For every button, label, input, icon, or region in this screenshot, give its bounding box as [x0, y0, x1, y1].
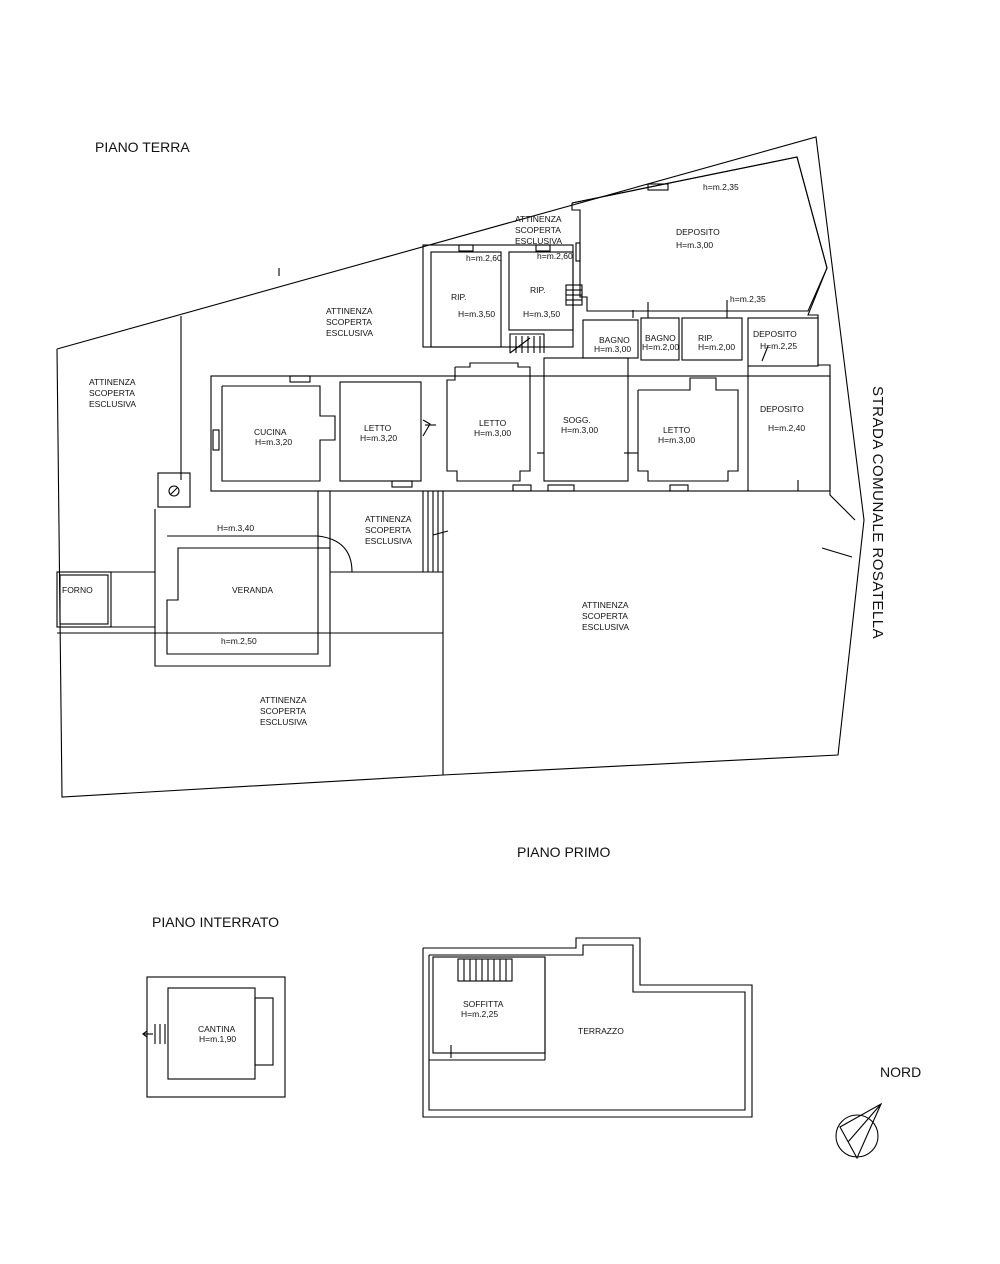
- label-letto2: LETTO: [479, 418, 507, 428]
- label-letto3: LETTO: [663, 425, 691, 435]
- label-attinenza-top-3: ESCLUSIVA: [515, 236, 562, 246]
- label-veranda: VERANDA: [232, 585, 273, 595]
- label-attinenza-top-2: SCOPERTA: [515, 225, 561, 235]
- ground-floor-plan: [56, 136, 865, 798]
- label-attinenza-left-3: ESCLUSIVA: [89, 399, 136, 409]
- label-h250: h=m.2,50: [221, 636, 257, 646]
- label-rip1: RIP.: [451, 292, 466, 302]
- label-deposito-right-h: H=m.2,40: [768, 423, 805, 433]
- title-piano-primo: PIANO PRIMO: [517, 844, 610, 860]
- north-label: NORD: [880, 1064, 921, 1080]
- first-floor-plan: SOFFITTA H=m.2,25 TERRAZZO: [422, 937, 753, 1118]
- label-h235-mid: h=m.2,35: [730, 294, 766, 304]
- label-letto1-h: H=m.3,20: [360, 433, 397, 443]
- label-attinenza-right-1: ATTINENZA: [582, 600, 629, 610]
- label-bagno1-h: H=m.3,00: [594, 344, 631, 354]
- label-deposito-big-h: H=m.3,00: [676, 240, 713, 250]
- label-cucina: CUCINA: [254, 427, 287, 437]
- label-deposito-small: DEPOSITO: [753, 329, 797, 339]
- label-rip2-h: H=m.3,50: [523, 309, 560, 319]
- label-letto1: LETTO: [364, 423, 392, 433]
- label-cucina-h: H=m.3,20: [255, 437, 292, 447]
- label-deposito-right: DEPOSITO: [760, 404, 804, 414]
- label-sogg-h: H=m.3,00: [561, 425, 598, 435]
- label-forno: FORNO: [62, 585, 93, 595]
- basement-plan: CANTINA H=m.1,90: [142, 976, 286, 1098]
- property-boundary: [56, 136, 865, 798]
- label-attinenza-right-2: SCOPERTA: [582, 611, 628, 621]
- label-attinenza-left-2: SCOPERTA: [89, 388, 135, 398]
- label-rip3-h: H=m.2,00: [698, 342, 735, 352]
- label-rip3: RIP.: [698, 333, 713, 343]
- label-attinenza-upper-2: SCOPERTA: [326, 317, 372, 327]
- label-attinenza-bottom-2: SCOPERTA: [260, 706, 306, 716]
- label-rip2: RIP.: [530, 285, 545, 295]
- label-attinenza-upper-1: ATTINENZA: [326, 306, 373, 316]
- label-deposito-small-h: H=m.2,25: [760, 341, 797, 351]
- label-attinenza-upper-3: ESCLUSIVA: [326, 328, 373, 338]
- label-h260-b: h=m.2,60: [537, 251, 573, 261]
- label-attinenza-center-1: ATTINENZA: [365, 514, 412, 524]
- label-attinenza-center-2: SCOPERTA: [365, 525, 411, 535]
- north-arrow-icon: [835, 1102, 883, 1160]
- title-piano-interrato: PIANO INTERRATO: [152, 914, 279, 930]
- label-attinenza-top-1: ATTINENZA: [515, 214, 562, 224]
- label-attinenza-bottom-3: ESCLUSIVA: [260, 717, 307, 727]
- label-soffitta-h: H=m.2,25: [461, 1009, 498, 1019]
- label-attinenza-left-1: ATTINENZA: [89, 377, 136, 387]
- label-h235-top: h=m.2,35: [703, 182, 739, 192]
- title-piano-terra: PIANO TERRA: [95, 139, 190, 155]
- label-cantina-h: H=m.1,90: [199, 1034, 236, 1044]
- label-terrazzo: TERRAZZO: [578, 1026, 624, 1036]
- label-deposito-big: DEPOSITO: [676, 227, 720, 237]
- label-h340: H=m.3,40: [217, 523, 254, 533]
- ground-floor-labels: h=m.2,35 DEPOSITO H=m.3,00 ATTINENZA SCO…: [62, 182, 805, 727]
- label-bagno2: BAGNO: [645, 333, 676, 343]
- label-rip1-h: H=m.3,50: [458, 309, 495, 319]
- label-letto3-h: H=m.3,00: [658, 435, 695, 445]
- label-letto2-h: H=m.3,00: [474, 428, 511, 438]
- label-h260-a: h=m.2,60: [466, 253, 502, 263]
- label-attinenza-center-3: ESCLUSIVA: [365, 536, 412, 546]
- label-bagno1: BAGNO: [599, 335, 630, 345]
- label-attinenza-bottom-1: ATTINENZA: [260, 695, 307, 705]
- label-soffitta: SOFFITTA: [463, 999, 504, 1009]
- label-cantina: CANTINA: [198, 1024, 236, 1034]
- label-bagno2-h: H=m.2,00: [642, 342, 679, 352]
- label-sogg: SOGG.: [563, 415, 591, 425]
- label-attinenza-right-3: ESCLUSIVA: [582, 622, 629, 632]
- road-label: STRADA COMUNALE ROSATELLA: [869, 386, 886, 639]
